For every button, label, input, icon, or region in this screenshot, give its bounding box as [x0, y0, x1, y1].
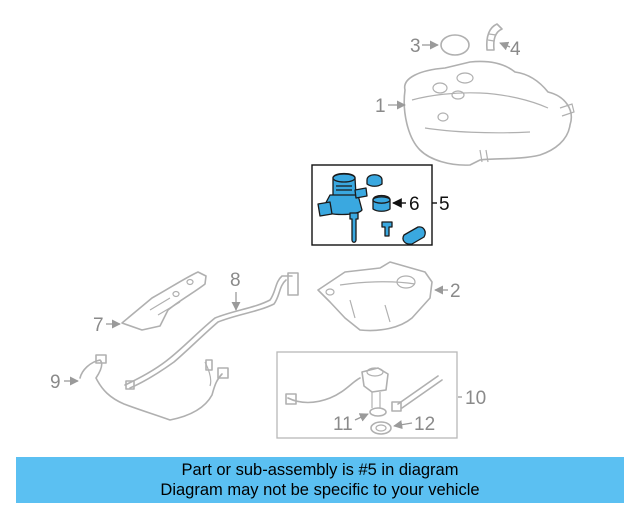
part-9-cable [79, 354, 229, 421]
part-12-ring [370, 421, 392, 435]
callout-3: 3 [410, 36, 421, 57]
part-5-box [311, 164, 433, 246]
callout-4: 4 [510, 39, 521, 60]
part-11-seal [369, 407, 387, 417]
callout-12: 12 [414, 414, 435, 435]
callout-5: 5 [439, 194, 450, 215]
part-8-line [124, 272, 299, 390]
callout-7: 7 [93, 315, 104, 336]
part-10-sender [285, 367, 443, 412]
parts-diagram: 3 4 1 6 5 [50, 23, 575, 439]
part-10-box [276, 351, 458, 439]
part-4-hose [485, 23, 503, 51]
part-5-pump-assembly [317, 172, 426, 245]
banner-line-1: Part or sub-assembly is #5 in diagram [181, 461, 459, 479]
part-2-tray [317, 261, 433, 332]
callout-11: 11 [333, 414, 353, 435]
banner-line-2: Diagram may not be specific to your vehi… [160, 481, 480, 499]
part-3-ring [440, 34, 470, 56]
callout-2: 2 [450, 281, 461, 302]
callout-9: 9 [50, 372, 61, 393]
part-1-tank [403, 60, 575, 166]
callout-10: 10 [465, 388, 486, 409]
callout-8: 8 [230, 270, 241, 291]
part-7-shield [121, 271, 207, 331]
info-banner: Part or sub-assembly is #5 in diagram Di… [16, 457, 624, 503]
callout-1: 1 [375, 96, 386, 117]
callout-6: 6 [409, 194, 420, 215]
